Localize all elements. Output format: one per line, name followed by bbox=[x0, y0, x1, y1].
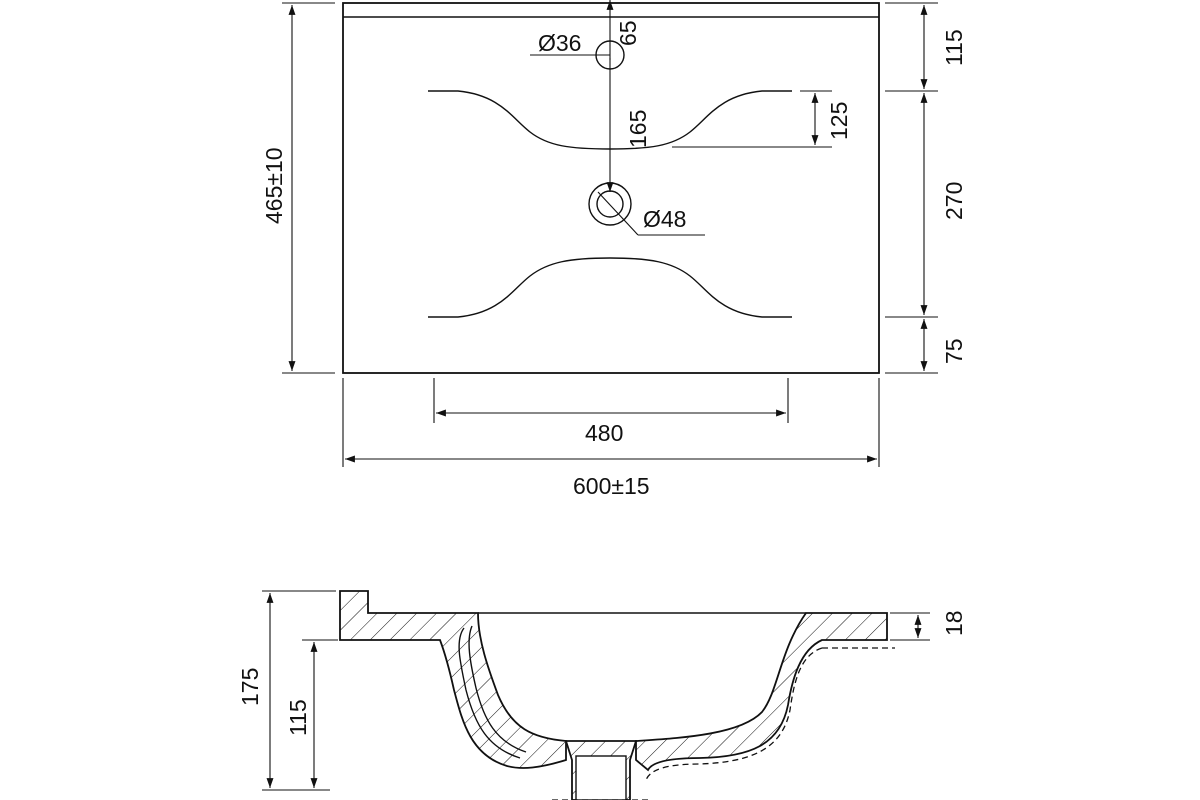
height-total-label: 175 bbox=[237, 668, 263, 706]
section-left-rib bbox=[458, 627, 521, 759]
faucet-offset-label: 65 bbox=[615, 20, 641, 46]
drain-leader bbox=[597, 191, 639, 236]
bowl-length-label: 270 bbox=[941, 182, 967, 220]
section-left-wall bbox=[339, 590, 567, 769]
plan-view: Ø36 65 165 125 Ø48 465±10 115 270 75 bbox=[261, 0, 967, 499]
section-left-rib-2 bbox=[468, 625, 527, 753]
section-underside-dashed bbox=[645, 647, 895, 781]
sink-outline bbox=[342, 2, 880, 374]
section-drain-core bbox=[575, 755, 627, 800]
drain-diameter-label: Ø48 bbox=[643, 206, 686, 232]
bowl-width-label: 480 bbox=[585, 420, 623, 446]
depth-total-label: 465±10 bbox=[261, 147, 287, 224]
front-ledge-label: 75 bbox=[941, 338, 967, 364]
bowl-height-label: 115 bbox=[285, 699, 311, 736]
back-ledge-label: 115 bbox=[941, 29, 967, 66]
hole-to-drain-label: 165 bbox=[625, 110, 651, 148]
bowl-depth-label: 125 bbox=[826, 102, 852, 140]
bowl-front-curve bbox=[428, 257, 792, 318]
section-right-wall bbox=[635, 612, 888, 772]
faucet-diameter-label: Ø36 bbox=[538, 30, 581, 56]
rim-thickness-label: 18 bbox=[941, 610, 967, 636]
section-view: 175 115 18 bbox=[237, 590, 967, 800]
width-total-label: 600±15 bbox=[573, 473, 650, 499]
